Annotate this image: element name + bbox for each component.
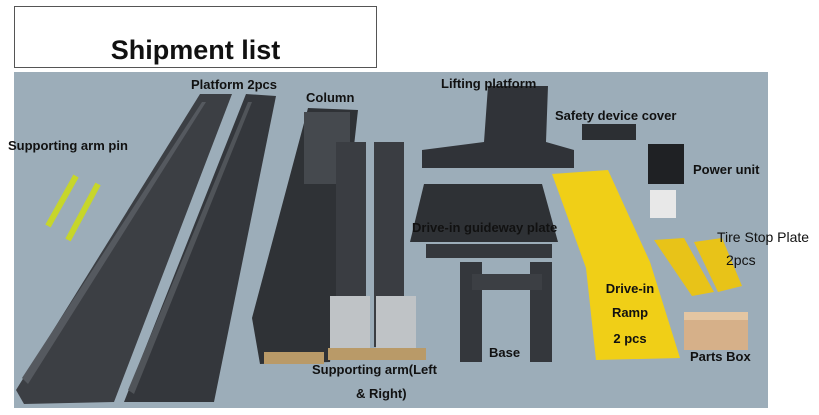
label-safety-device-cover: Safety device cover — [555, 108, 677, 123]
title-box: Shipment list — [14, 6, 377, 68]
tire-stop-plate-2 — [694, 238, 742, 292]
page-title: Shipment list — [110, 35, 281, 65]
platform-left — [16, 94, 232, 404]
tire-stop-plate-1 — [654, 238, 714, 296]
label-supporting-arm: Supporting arm(Left — [312, 362, 437, 377]
label-tire-stop-plate: Tire Stop Plate — [717, 229, 810, 245]
label-power-unit: Power unit — [693, 162, 760, 177]
lifting-platform — [422, 86, 574, 168]
safety-device-cover — [582, 124, 636, 140]
label-drive-in-ramp-2: Ramp — [611, 305, 649, 320]
platform-right — [124, 94, 276, 402]
label-parts-box: Parts Box — [690, 349, 751, 364]
label-guideway-plate: Drive-in guideway plate — [412, 220, 558, 235]
shipment-photo — [14, 72, 768, 408]
label-drive-in-ramp-1: Drive-in — [605, 281, 655, 296]
drive-in-ramp — [552, 170, 680, 360]
arm-pin-2 — [65, 182, 101, 242]
label-tire-stop-plate-count: 2pcs — [726, 252, 756, 268]
label-drive-in-ramp-3: 2 pcs — [613, 331, 647, 346]
label-base: Base — [489, 345, 521, 360]
arm-pin-1 — [45, 174, 79, 228]
label-supporting-arm-pin: Supporting arm pin — [8, 138, 128, 153]
shipment-illustration — [14, 72, 768, 408]
guideway-plate — [410, 184, 558, 242]
label-platform: Platform 2pcs — [191, 77, 277, 92]
label-lifting-platform: Lifting platform — [441, 76, 537, 91]
label-supporting-arm-sides: & Right) — [356, 386, 407, 401]
label-column: Column — [306, 90, 355, 105]
power-unit — [648, 144, 684, 184]
